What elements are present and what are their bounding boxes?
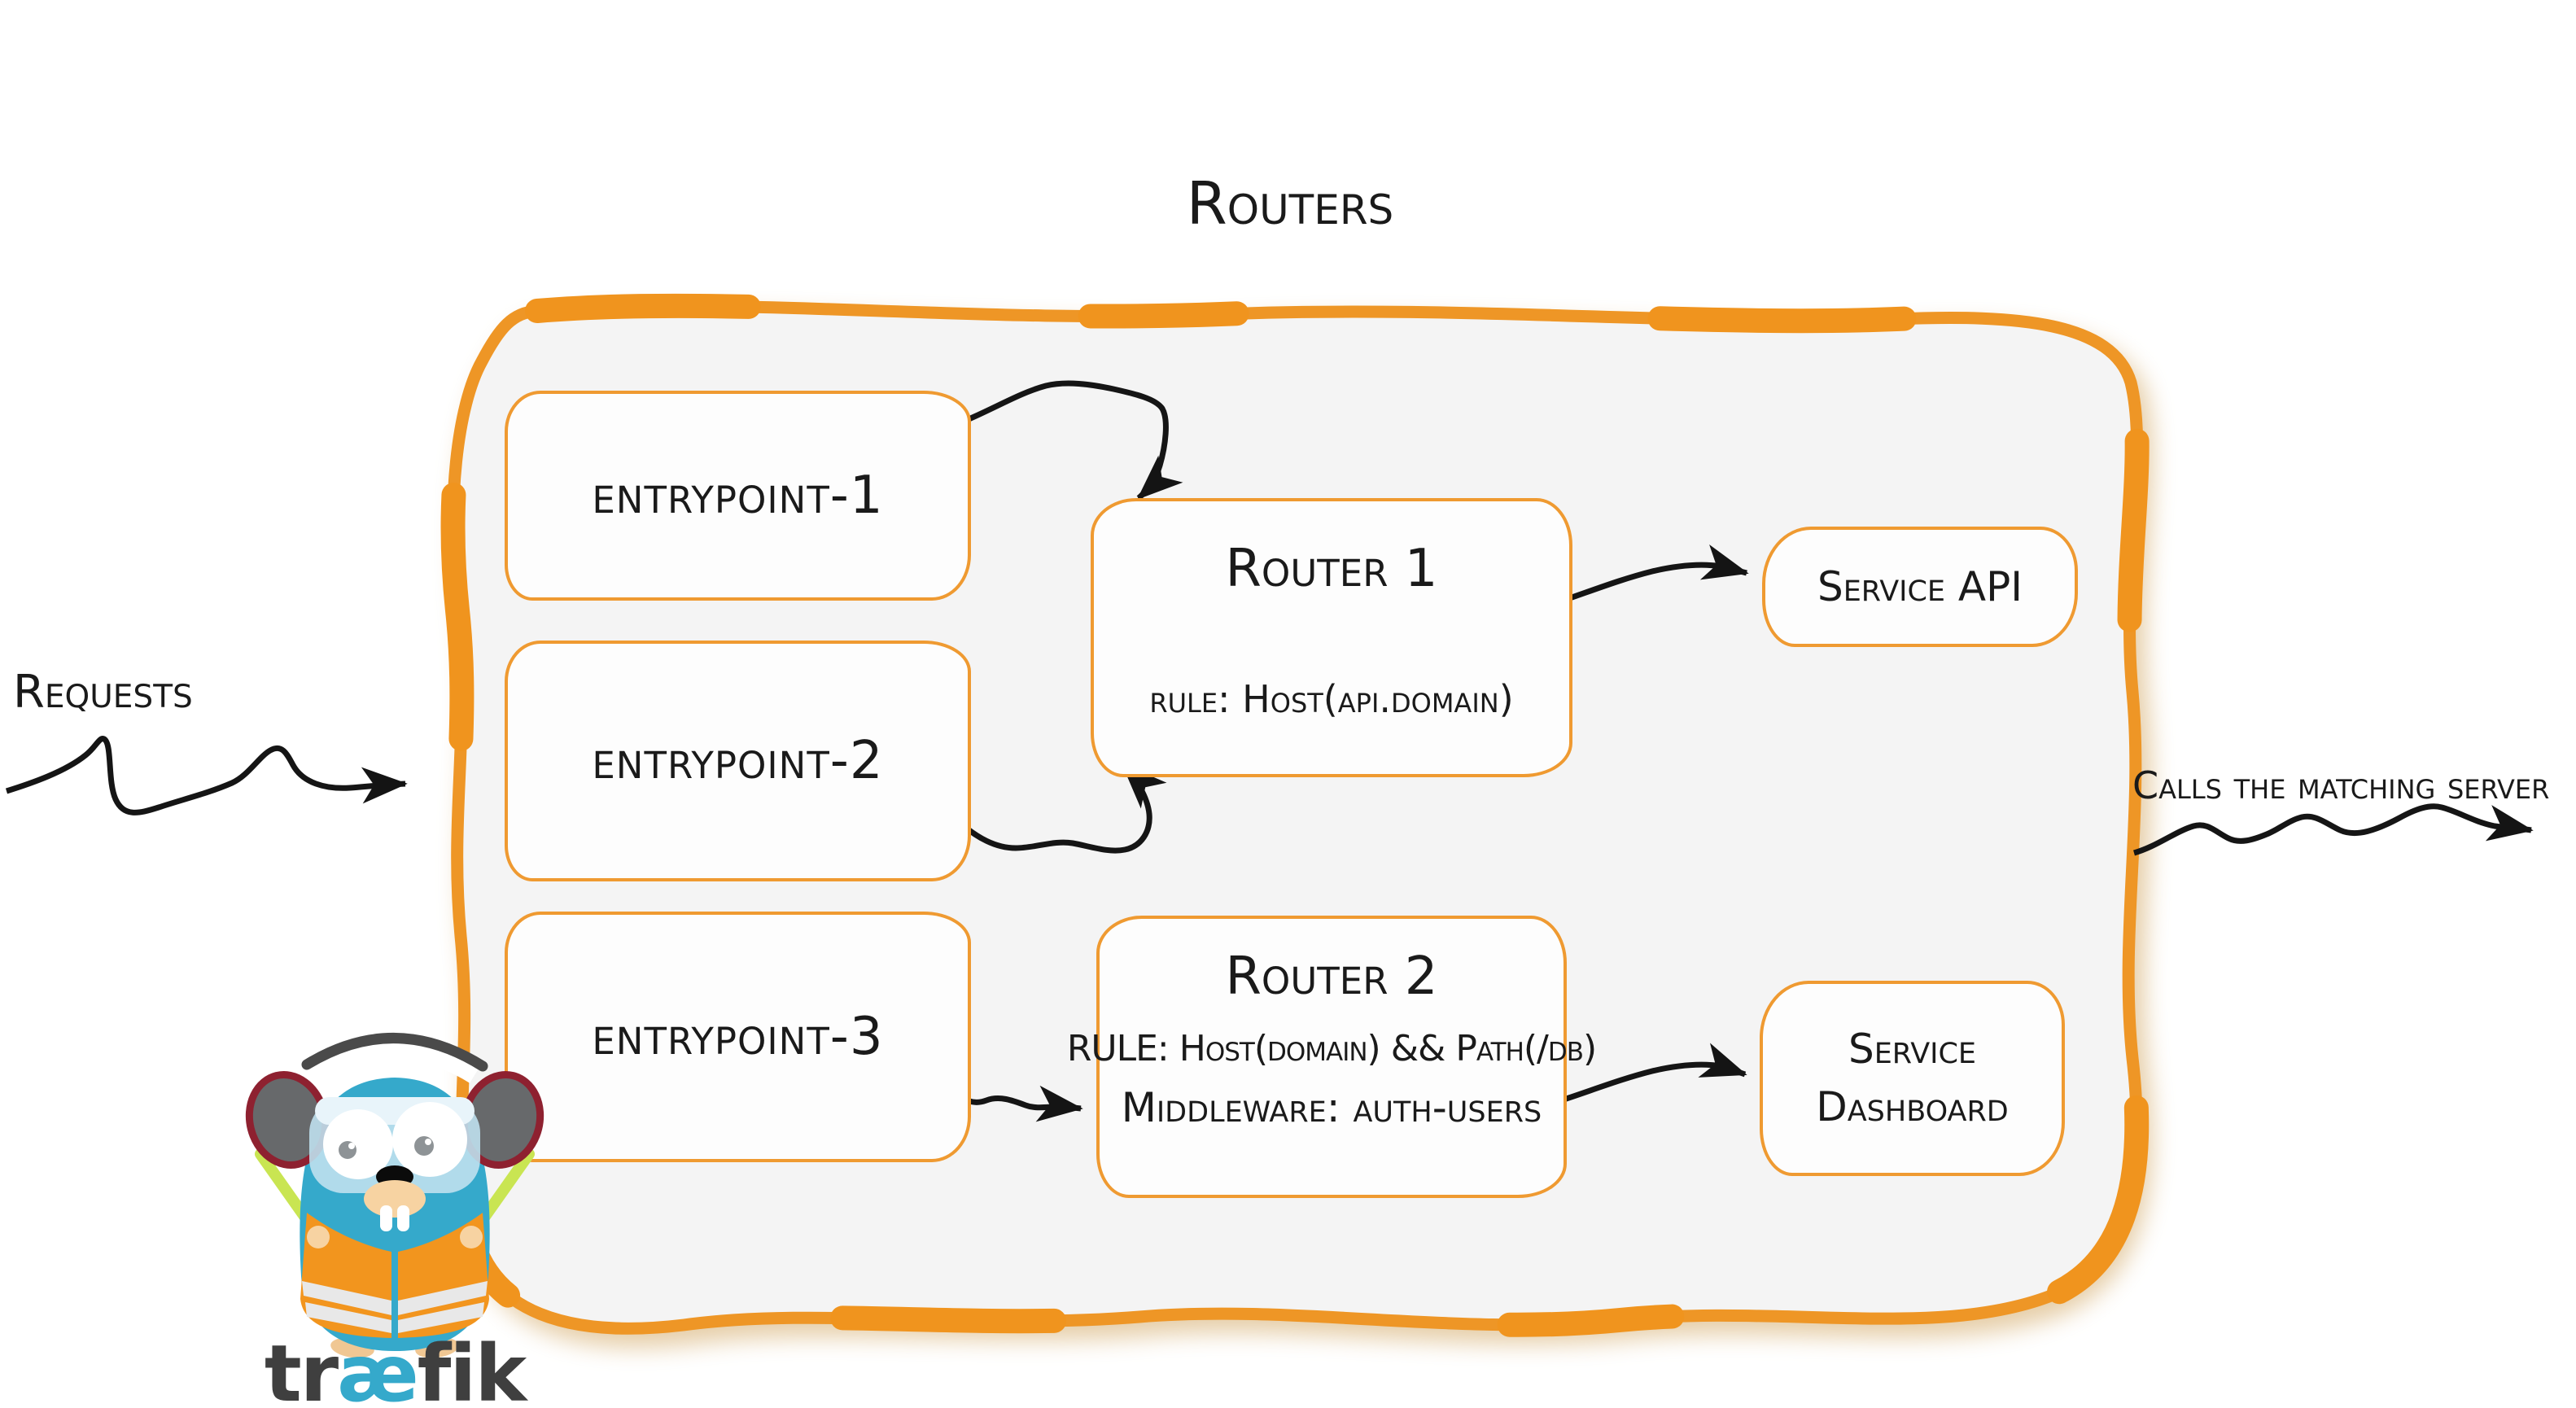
router-2-box: Router 2 RULE: Host(domain) && Path(/db)… bbox=[1067, 916, 1597, 1198]
service-api-box: Service API bbox=[1762, 527, 2078, 647]
routers-container-brush-stroke bbox=[440, 293, 2150, 1341]
arrow-calls-out bbox=[2132, 803, 2534, 856]
entrypoint-2-box: entrypoint-2 bbox=[505, 641, 971, 881]
service-dashboard-box: Service Dashboard bbox=[1760, 981, 2065, 1176]
service-api-label: Service API bbox=[1817, 562, 2023, 610]
router-2-title: Router 2 bbox=[1225, 947, 1438, 1007]
arrow-entrypoint2-router1 bbox=[960, 763, 1167, 854]
entrypoint-1-label: entrypoint-1 bbox=[592, 466, 884, 526]
logo-text-ligature: æ bbox=[337, 1328, 419, 1408]
entrypoint-2-label: entrypoint-2 bbox=[592, 731, 884, 791]
router-1-rule: rule: Host(api.domain) bbox=[1149, 677, 1514, 721]
arrow-router2-servicedashboard bbox=[1555, 1043, 1747, 1105]
traefik-gopher-mascot-icon bbox=[245, 1033, 545, 1358]
entrypoint-3-label: entrypoint-3 bbox=[592, 1007, 884, 1067]
requests-label: Requests bbox=[13, 666, 193, 719]
diagram-title: Routers bbox=[1186, 169, 1394, 238]
router-1-title: Router 1 bbox=[1225, 539, 1438, 599]
traefik-logo-wordmark: træfik bbox=[212, 1328, 578, 1408]
arrow-entrypoint1-router1 bbox=[965, 380, 1183, 501]
logo-text-suffix: fik bbox=[417, 1328, 527, 1408]
router-2-rule: RULE: Host(domain) && Path(/db) bbox=[1066, 1028, 1597, 1069]
entrypoint-3-box: entrypoint-3 bbox=[505, 912, 971, 1162]
logo-text-prefix: tr bbox=[264, 1328, 339, 1408]
arrow-router1-serviceapi bbox=[1556, 544, 1749, 606]
arrow-requests-in bbox=[5, 736, 408, 816]
service-dashboard-label: Service Dashboard bbox=[1816, 1025, 2009, 1130]
entrypoint-1-box: entrypoint-1 bbox=[505, 391, 971, 601]
calls-label: Calls the matching server bbox=[2132, 763, 2550, 807]
router-2-middleware: Middleware: auth-users bbox=[1121, 1084, 1542, 1131]
router-1-box: Router 1 rule: Host(api.domain) bbox=[1091, 498, 1572, 777]
